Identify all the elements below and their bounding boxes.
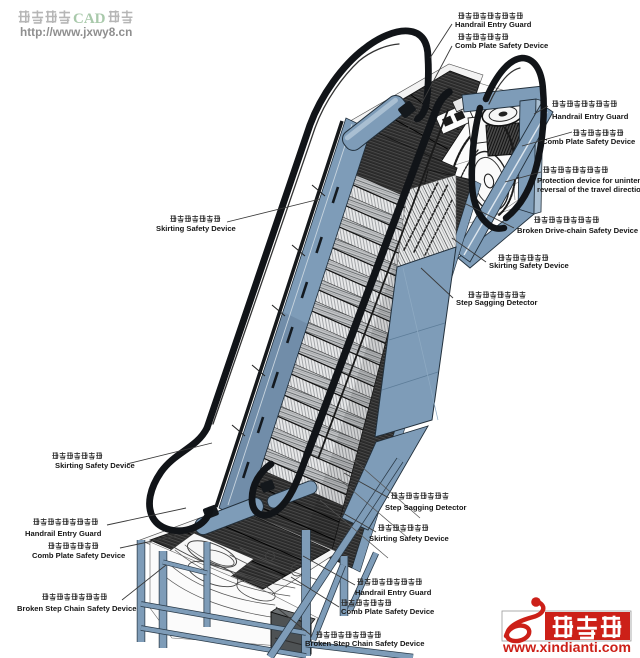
svg-text:Step Sagging Detector: Step Sagging Detector	[456, 298, 537, 307]
svg-text:reversal of the travel directi: reversal of the travel direction	[537, 185, 640, 194]
svg-text:Comb Plate Safety Device: Comb Plate Safety Device	[542, 137, 635, 146]
svg-text:Comb Plate Safety Device: Comb Plate Safety Device	[32, 551, 125, 560]
svg-text:Comb Plate Safety Device: Comb Plate Safety Device	[341, 607, 434, 616]
svg-text:www.xindianti.com: www.xindianti.com	[502, 640, 631, 656]
svg-text:Comb Plate Safety Device: Comb Plate Safety Device	[455, 41, 548, 50]
svg-text:Broken Step Chain Safety Devic: Broken Step Chain Safety Device	[305, 639, 424, 648]
svg-text:Step Sagging Detector: Step Sagging Detector	[385, 503, 466, 512]
svg-text:Handrail Entry Guard: Handrail Entry Guard	[25, 529, 102, 538]
svg-text:http://www.jxwy8.cn: http://www.jxwy8.cn	[20, 25, 132, 39]
svg-text:Skirting Safety Device: Skirting Safety Device	[489, 261, 569, 270]
svg-text:Skirting Safety Device: Skirting Safety Device	[156, 224, 236, 233]
svg-text:Skirting Safety Device: Skirting Safety Device	[55, 461, 135, 470]
svg-text:Broken Step Chain Safety Devic: Broken Step Chain Safety Device	[17, 604, 136, 613]
svg-text:Handrail Entry Guard: Handrail Entry Guard	[355, 588, 432, 597]
svg-text:Handrail Entry Guard: Handrail Entry Guard	[455, 20, 532, 29]
svg-text:Broken Drive-chain Safety Devi: Broken Drive-chain Safety Device	[517, 226, 638, 235]
svg-text:Skirting Safety Device: Skirting Safety Device	[369, 534, 449, 543]
svg-text:CAD: CAD	[73, 11, 106, 27]
svg-text:Protection device for unintent: Protection device for unintentional	[537, 176, 640, 185]
svg-text:Handrail Entry Guard: Handrail Entry Guard	[552, 112, 629, 121]
